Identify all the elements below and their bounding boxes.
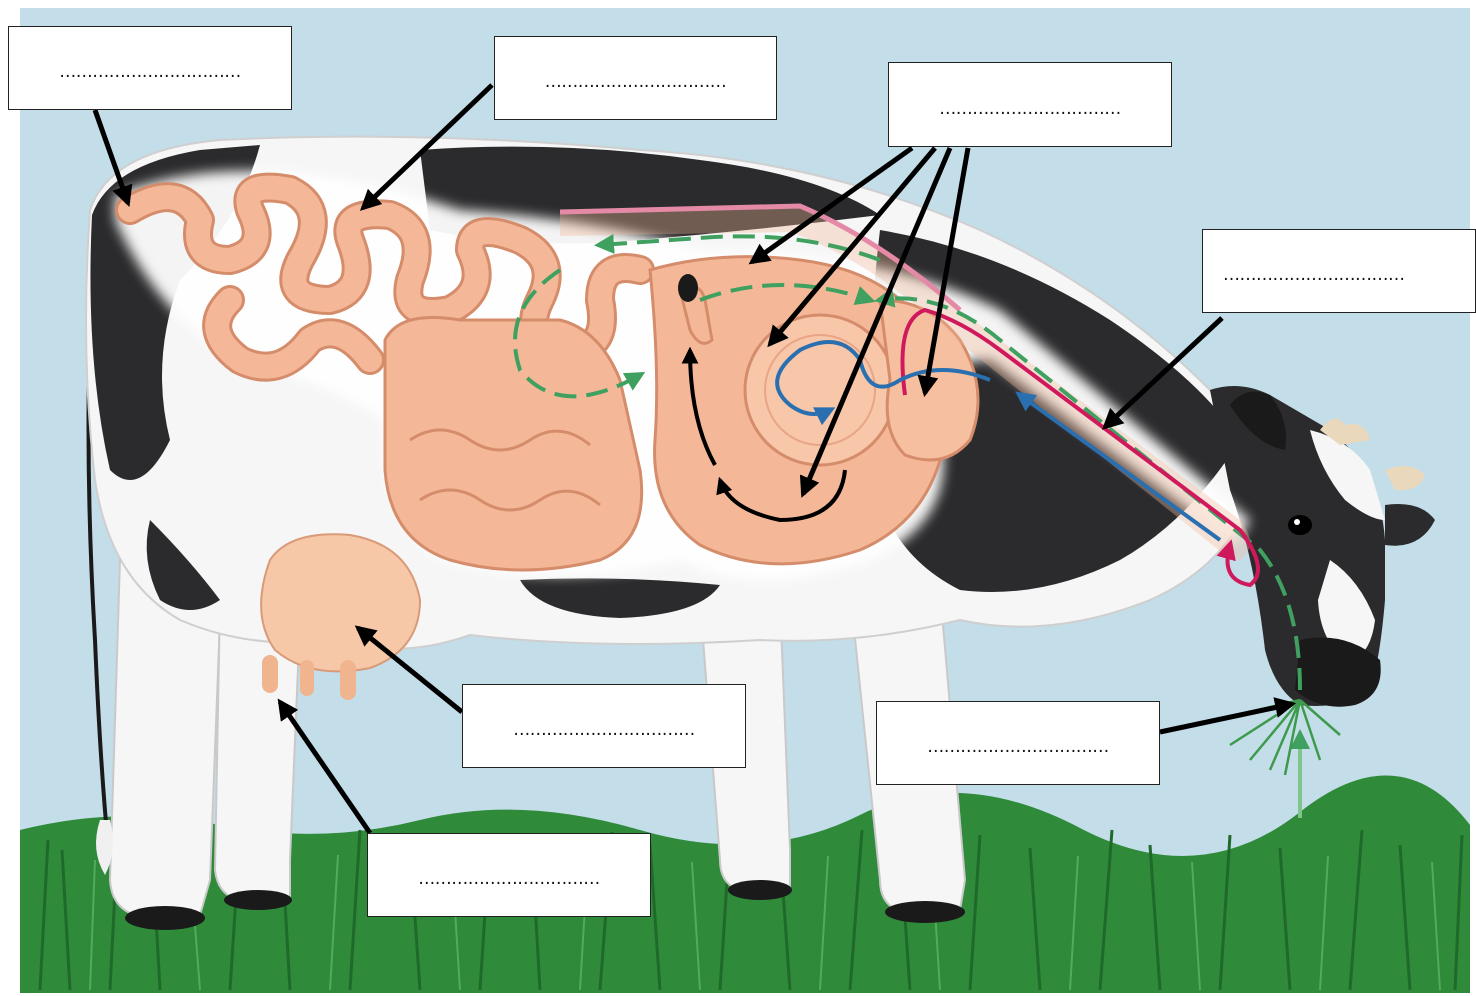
label-box-small-intestine[interactable]: ……………………………: [494, 36, 777, 120]
label-box-stomach[interactable]: ……………………………: [888, 62, 1172, 147]
label-box-teat[interactable]: ……………………………: [367, 833, 651, 917]
label-box-text: ……………………………: [545, 72, 727, 92]
large-intestine-shape: [385, 318, 642, 571]
label-box-text: ……………………………: [59, 62, 241, 82]
label-box-udder[interactable]: ……………………………: [462, 684, 746, 768]
label-box-text: ……………………………: [1223, 265, 1405, 285]
label-box-text: ……………………………: [513, 720, 695, 740]
label-box-text: ……………………………: [418, 869, 600, 889]
label-box-mouth[interactable]: ……………………………: [876, 701, 1160, 785]
label-box-text: ……………………………: [927, 737, 1109, 757]
label-box-rectum[interactable]: ……………………………: [8, 26, 292, 110]
label-box-text: ……………………………: [939, 99, 1121, 119]
label-box-esophagus[interactable]: ……………………………: [1202, 229, 1476, 313]
